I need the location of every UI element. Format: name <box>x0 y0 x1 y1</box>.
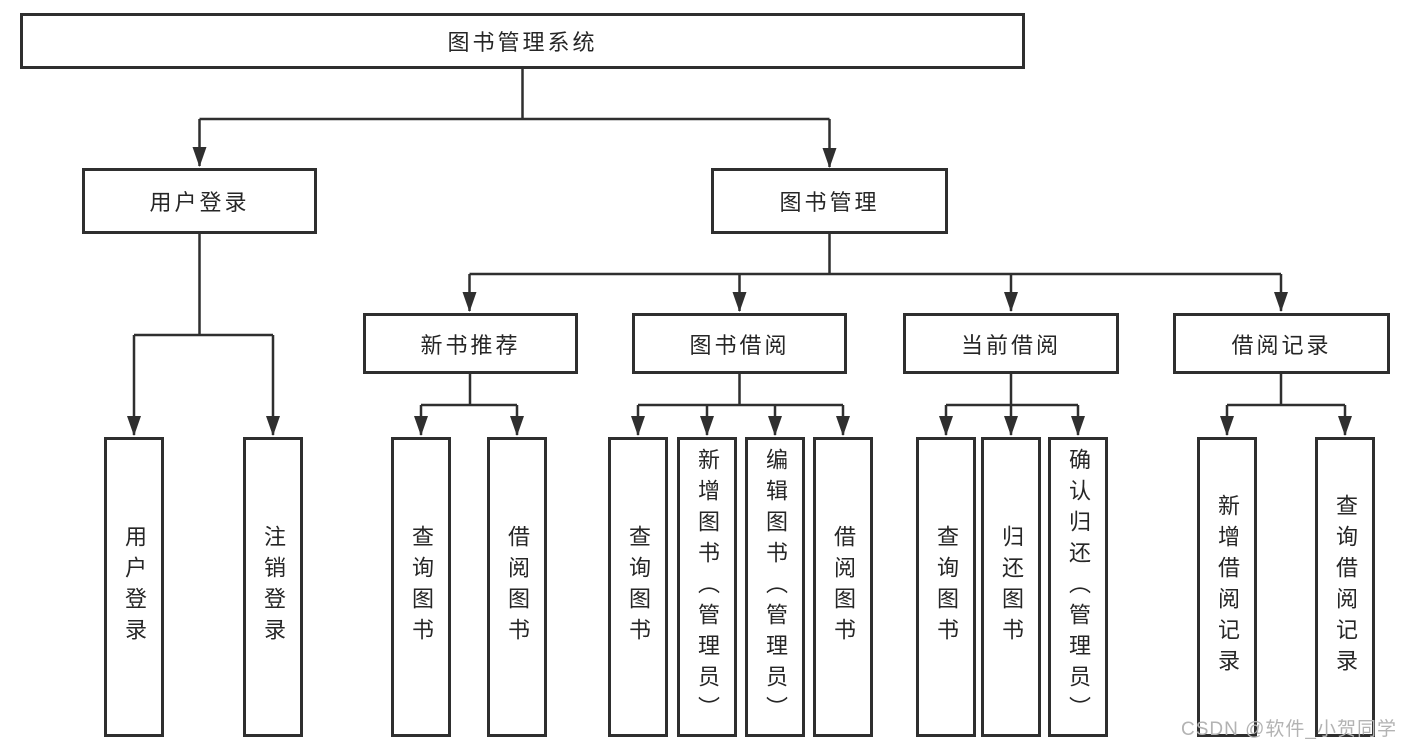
leaf-bb-add-books-label: 新增图书（管理员） <box>695 447 720 727</box>
node-book-mgmt: 图书管理 <box>711 168 948 234</box>
node-book-mgmt-label: 图书管理 <box>779 190 880 215</box>
leaf-bb-borrow-books: 借阅图书 <box>813 437 873 737</box>
node-new-book-rec-label: 新书推荐 <box>420 332 521 358</box>
leaf-bb-query-books-label: 查询图书 <box>626 525 651 649</box>
leaf-cb-return-books: 归还图书 <box>981 437 1041 737</box>
leaf-rec-borrow-books: 借阅图书 <box>487 437 547 737</box>
leaf-bb-edit-books: 编辑图书（管理员） <box>745 437 805 737</box>
leaf-logout: 注销登录 <box>243 437 303 737</box>
leaf-cb-confirm-return-label: 确认归还（管理员） <box>1066 447 1091 727</box>
leaf-rec-borrow-books-label: 借阅图书 <box>505 525 530 649</box>
leaf-logout-label: 注销登录 <box>261 525 286 649</box>
node-borrow-records-label: 借阅记录 <box>1231 332 1332 358</box>
leaf-bb-borrow-books-label: 借阅图书 <box>831 525 856 649</box>
leaf-rec-query-books-label: 查询图书 <box>409 525 434 649</box>
leaf-br-query-record-label: 查询借阅记录 <box>1333 494 1358 680</box>
node-user-login-label: 用户登录 <box>149 190 250 215</box>
node-user-login: 用户登录 <box>82 168 317 234</box>
leaf-bb-add-books: 新增图书（管理员） <box>677 437 737 737</box>
node-current-borrow: 当前借阅 <box>903 313 1119 374</box>
leaf-cb-return-books-label: 归还图书 <box>999 525 1024 649</box>
leaf-user-login: 用户登录 <box>104 437 164 737</box>
leaf-cb-query-books-label: 查询图书 <box>934 525 959 649</box>
node-borrow-records: 借阅记录 <box>1173 313 1390 374</box>
leaf-cb-query-books: 查询图书 <box>916 437 976 737</box>
leaf-bb-edit-books-label: 编辑图书（管理员） <box>763 447 788 727</box>
leaf-br-query-record: 查询借阅记录 <box>1315 437 1375 737</box>
leaf-cb-confirm-return: 确认归还（管理员） <box>1048 437 1108 737</box>
leaf-user-login-label: 用户登录 <box>122 525 147 649</box>
leaf-br-add-record: 新增借阅记录 <box>1197 437 1257 737</box>
node-new-book-rec: 新书推荐 <box>363 313 578 374</box>
node-book-borrow-label: 图书借阅 <box>689 332 790 358</box>
node-root-label: 图书管理系统 <box>447 30 598 55</box>
csdn-watermark: CSDN @软件_小贺同学 <box>1181 719 1397 740</box>
node-root: 图书管理系统 <box>20 13 1025 69</box>
leaf-rec-query-books: 查询图书 <box>391 437 451 737</box>
node-book-borrow: 图书借阅 <box>632 313 847 374</box>
leaf-bb-query-books: 查询图书 <box>608 437 668 737</box>
leaf-br-add-record-label: 新增借阅记录 <box>1215 494 1240 680</box>
node-current-borrow-label: 当前借阅 <box>960 332 1061 358</box>
